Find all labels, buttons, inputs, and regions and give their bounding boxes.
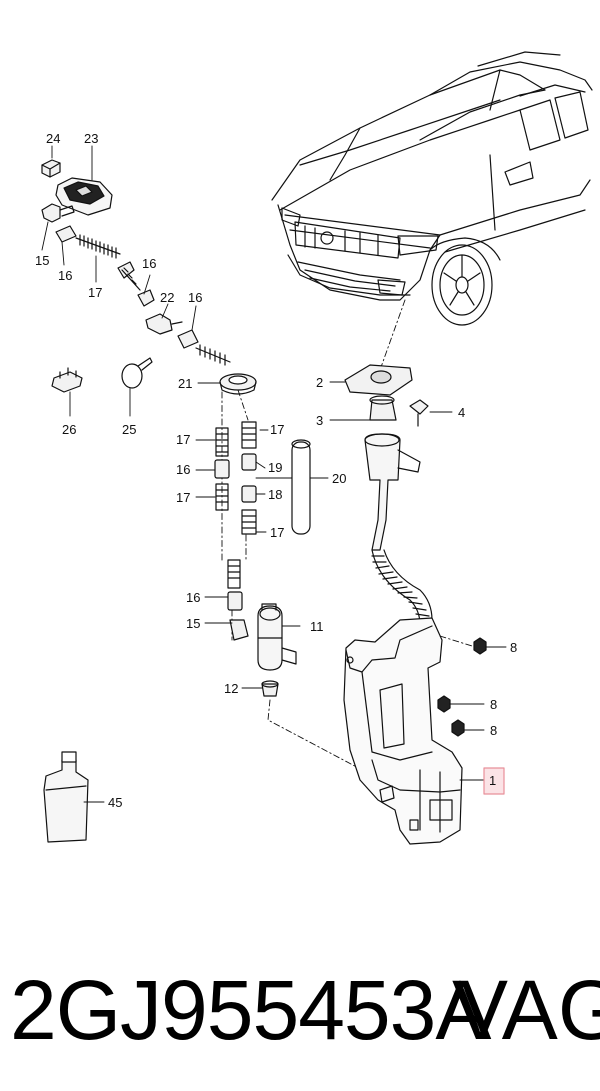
callout: 17 (176, 490, 190, 505)
callout: 16 (176, 462, 190, 477)
washer-fluid-bottle (43, 751, 89, 843)
callout: 12 (224, 681, 238, 696)
callout: 8 (510, 640, 517, 655)
callout: 16 (186, 590, 200, 605)
callout: 17 (176, 432, 190, 447)
callout: 23 (84, 131, 98, 146)
nozzle-assembly (41, 159, 257, 395)
diagram-canvas: 24 23 15 16 17 16 22 16 21 26 25 17 16 1… (35, 51, 593, 845)
callout: 45 (108, 795, 122, 810)
callout: 17 (88, 285, 102, 300)
callout: 16 (142, 256, 156, 271)
callout-highlight-box (483, 767, 505, 795)
callout: 17 (270, 422, 284, 437)
pump-grommet (261, 680, 279, 697)
callout: 24 (46, 131, 60, 146)
part-number-label: 2GJ955453A (10, 963, 491, 1057)
nuts (437, 635, 487, 737)
callout: 18 (268, 487, 282, 502)
footer: 2GJ955453A VAG (0, 960, 600, 1060)
callout: 8 (490, 723, 497, 738)
callout: 22 (160, 290, 174, 305)
vehicle-illustration (271, 51, 593, 326)
callout-labels: 24 23 15 16 17 16 22 16 21 26 25 17 16 1… (35, 131, 517, 810)
callout: 16 (188, 290, 202, 305)
leader-lines (41, 145, 507, 803)
callout: 15 (35, 253, 49, 268)
callout: 16 (58, 268, 72, 283)
callout: 26 (62, 422, 76, 437)
car-leader-line (379, 299, 406, 371)
callout: 15 (186, 616, 200, 631)
callout: 19 (268, 460, 282, 475)
callout: 8 (490, 697, 497, 712)
washer-reservoir (343, 617, 463, 845)
callout: 21 (178, 376, 192, 391)
brand-label: VAG (452, 963, 600, 1057)
callout: 2 (316, 375, 323, 390)
callout-highlighted: 1 (489, 773, 496, 788)
callout: 3 (316, 413, 323, 428)
washer-pump (257, 603, 297, 671)
hose-components (214, 421, 311, 641)
callout: 20 (332, 471, 346, 486)
callout: 11 (310, 619, 324, 634)
callout: 25 (122, 422, 136, 437)
filler-components (344, 364, 433, 626)
callout: 17 (270, 525, 284, 540)
callout: 4 (458, 405, 465, 420)
